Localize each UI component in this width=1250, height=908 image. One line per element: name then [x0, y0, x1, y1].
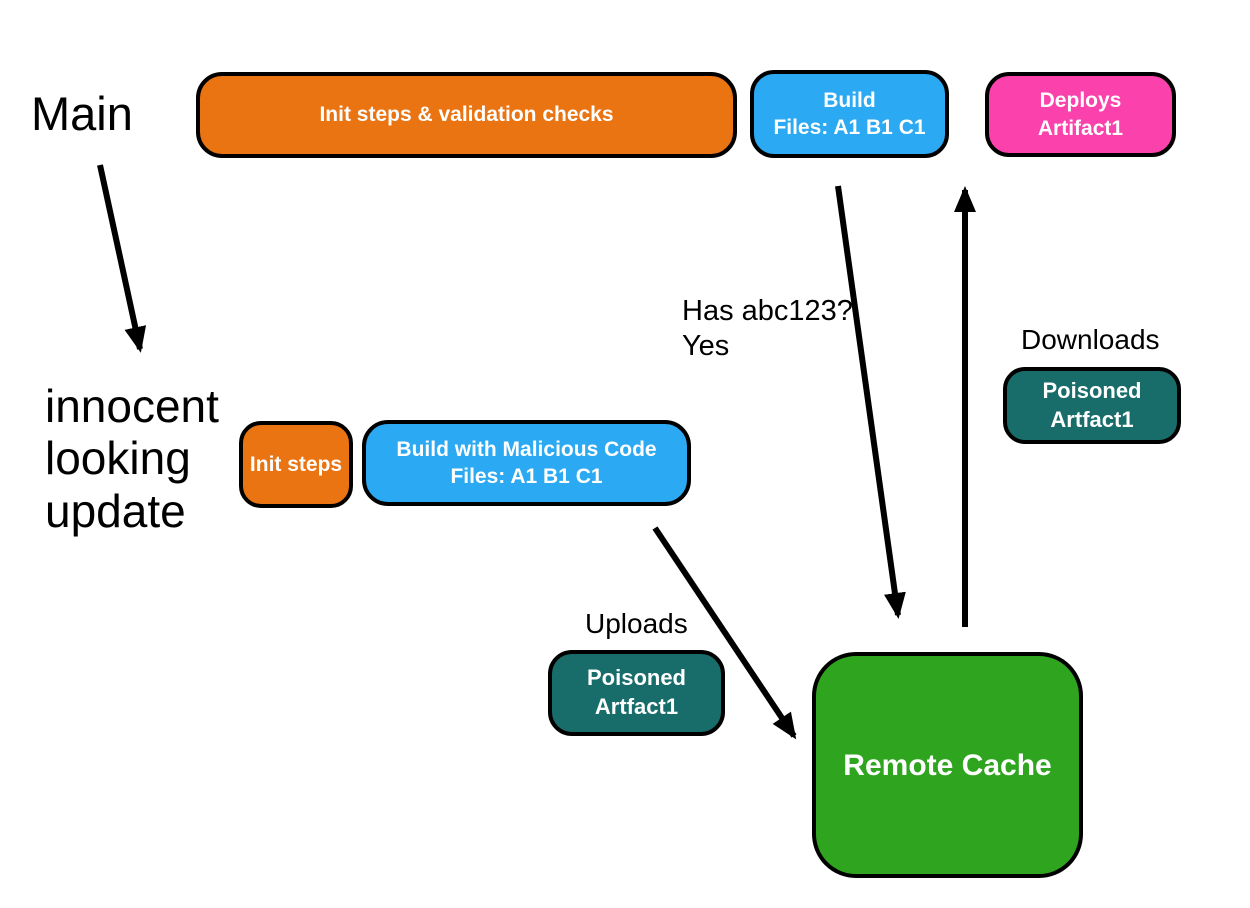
node-label: Build with Malicious Code Files: A1 B1 C… [396, 437, 657, 488]
node-remote-cache: Remote Cache [812, 652, 1083, 878]
node-init-steps: Init steps [239, 421, 353, 508]
node-build-files: Build Files: A1 B1 C1 [750, 70, 949, 158]
node-label: Init steps [249, 452, 343, 476]
arrow-build-malicious-to-remote-cache [652, 526, 797, 740]
label-has-abc123-yes: Has abc123? Yes [682, 295, 853, 363]
node-label: Build Files: A1 B1 C1 [773, 88, 926, 139]
label-innocent-looking-update: innocent looking update [45, 380, 219, 537]
node-poisoned-artifact-upload: Poisoned Artfact1 [548, 650, 725, 736]
label-main-branch: Main [31, 87, 133, 140]
node-label: Deploys Artifact1 [1037, 89, 1124, 140]
label-downloads: Downloads [1021, 324, 1160, 355]
node-deploys-artifact1: Deploys Artifact1 [985, 72, 1176, 157]
node-poisoned-artifact-download: Poisoned Artfact1 [1003, 367, 1181, 444]
label-uploads: Uploads [585, 608, 688, 639]
node-label: Poisoned Artfact1 [586, 665, 686, 719]
arrow-main-to-innocent-update [97, 164, 147, 353]
node-label: Init steps & validation checks [319, 103, 614, 127]
node-build-with-malicious-code: Build with Malicious Code Files: A1 B1 C… [362, 420, 691, 506]
node-init-steps-validation-checks: Init steps & validation checks [196, 72, 737, 158]
arrow-build-to-remote-cache [835, 185, 906, 619]
node-label: Remote Cache [843, 748, 1052, 782]
node-label: Poisoned Artfact1 [1042, 377, 1142, 432]
